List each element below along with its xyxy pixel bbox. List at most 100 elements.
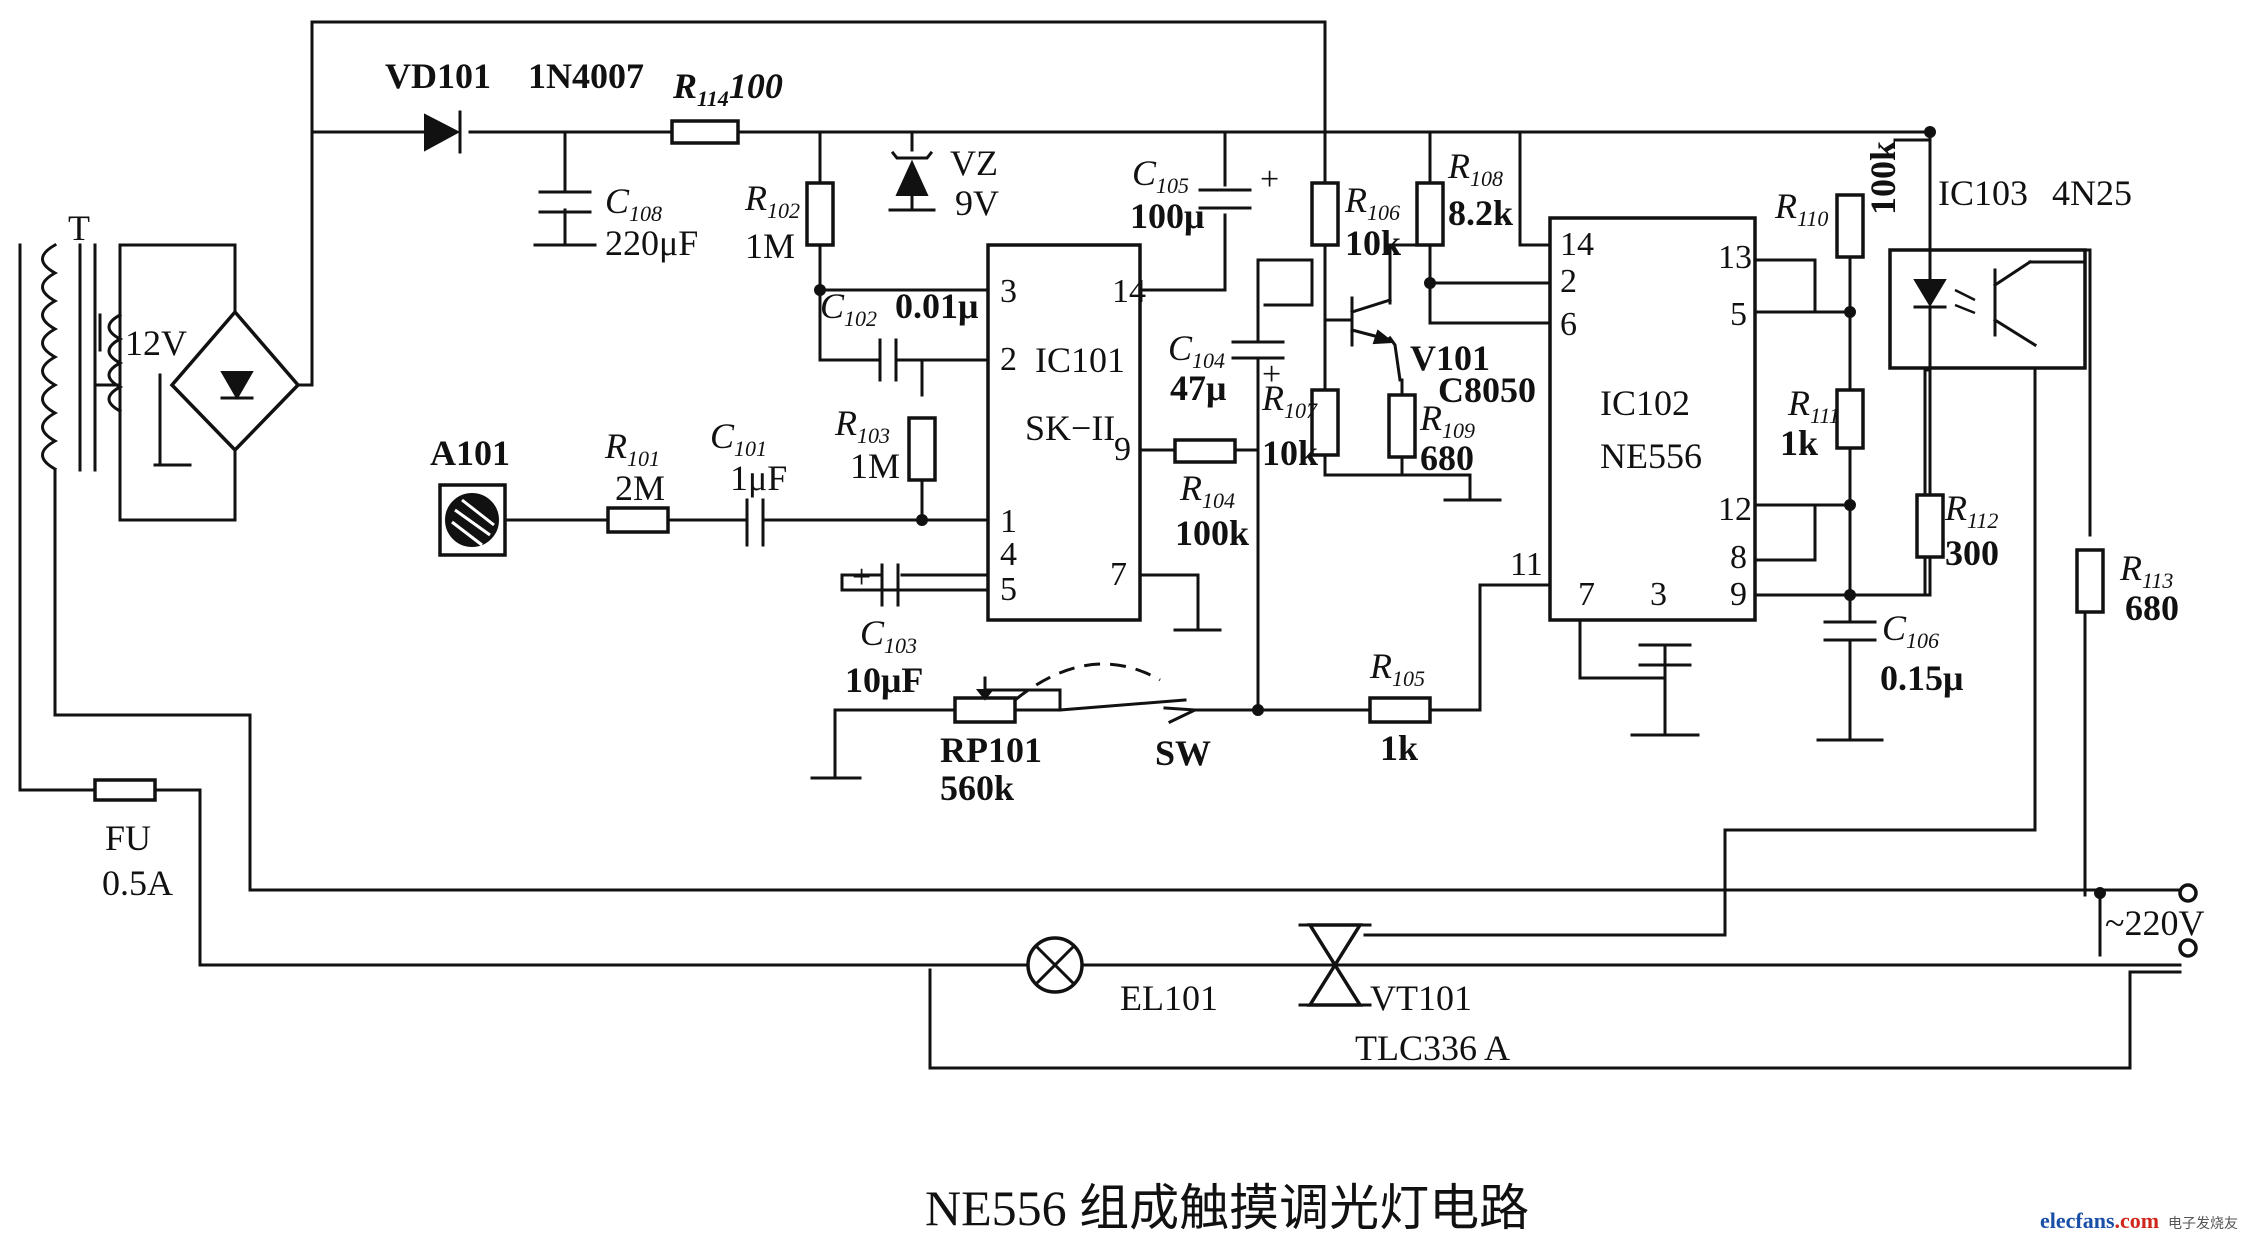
svg-text:R108: R108 [1447,146,1503,191]
svg-text:VZ: VZ [950,143,998,183]
svg-text:5: 5 [1730,296,1747,333]
svg-text:100k: 100k [1863,141,1903,215]
svg-text:RP101: RP101 [940,730,1042,770]
c102-capacitor: C102 0.01μ [820,286,978,382]
svg-text:C103: C103 [860,613,917,658]
svg-text:4N25: 4N25 [2052,173,2132,213]
svg-text:2: 2 [1560,263,1577,300]
svg-text:C105: C105 [1132,153,1189,198]
svg-text:1M: 1M [850,446,900,486]
svg-text:VD101: VD101 [385,56,491,96]
svg-text:R107: R107 [1261,378,1318,423]
svg-text:R102: R102 [744,178,800,223]
svg-text:FU: FU [105,818,151,858]
r105-resistor: R105 1k [1368,646,1432,768]
svg-text:R114100: R114100 [672,66,783,111]
transformer: T 12V [41,208,187,472]
c105-capacitor: + C105 100μ [1130,153,1279,236]
ic102-control-capacitor [1630,643,1700,737]
figure-caption: NE556 组成触摸调光灯电路 [925,1180,1529,1236]
svg-text:14: 14 [1112,273,1146,310]
svg-text:4: 4 [1000,536,1017,573]
svg-text:V101: V101 [1410,338,1490,378]
svg-text:+: + [852,559,871,596]
r110-resistor: R110 100k [1774,141,1903,259]
svg-text:R101: R101 [604,426,660,471]
svg-text:R111: R111 [1787,383,1840,428]
svg-text:7: 7 [1110,556,1127,593]
svg-text:1N4007: 1N4007 [528,56,644,96]
svg-text:1k: 1k [1780,423,1818,463]
svg-text:IC101: IC101 [1035,340,1125,380]
svg-text:C108: C108 [605,181,662,226]
svg-text:0.15μ: 0.15μ [1880,658,1963,698]
svg-text:8: 8 [1730,539,1747,576]
svg-text:6: 6 [1560,306,1577,343]
junctions [814,126,1936,716]
svg-text:C101: C101 [710,416,767,461]
svg-text:12V: 12V [125,323,187,363]
svg-text:2M: 2M [615,468,665,508]
vz-zener: VZ 9V [888,143,999,223]
svg-text:A101: A101 [430,433,510,473]
svg-text:R109: R109 [1419,398,1475,443]
a101-touch-plate: A101 [430,433,510,557]
elecfans-watermark: elecfans.com 电子发烧友 [2040,1208,2238,1233]
svg-text:~220V: ~220V [2105,903,2204,943]
bridge-rectifier [169,309,301,453]
r106-resistor: R106 10k [1310,180,1401,263]
svg-text:560k: 560k [940,768,1014,808]
svg-text:9: 9 [1114,431,1131,468]
svg-text:10k: 10k [1345,223,1401,263]
r107-resistor: R107 10k [1261,378,1340,473]
svg-text:13: 13 [1718,239,1752,276]
svg-text:SW: SW [1155,733,1211,773]
svg-text:47μ: 47μ [1170,368,1226,408]
svg-text:R110: R110 [1774,186,1828,231]
svg-text:9: 9 [1730,576,1747,613]
r109-resistor: R109 680 [1387,393,1475,478]
svg-text:220μF: 220μF [605,223,698,263]
svg-text:3: 3 [1000,273,1017,310]
vd101-diode: VD101 1N4007 [385,56,644,154]
svg-text:1k: 1k [1380,728,1418,768]
svg-text:elecfans.com: elecfans.com [2040,1208,2159,1233]
svg-text:1μF: 1μF [730,458,787,498]
c104-capacitor: + C104 47μ [1168,328,1285,408]
supply-terminals: ~220V [2094,883,2204,958]
svg-text:R113: R113 [2119,548,2173,593]
sw-switch: SW [1014,662,1211,773]
svg-text:TLC336 A: TLC336 A [1355,1028,1510,1068]
svg-text:11: 11 [1510,546,1543,583]
svg-text:12: 12 [1718,491,1752,528]
svg-text:R104: R104 [1179,468,1235,513]
r101-resistor: R101 2M [604,426,670,534]
svg-text:EL101: EL101 [1120,978,1218,1018]
svg-text:C104: C104 [1168,328,1225,373]
svg-text:R103: R103 [834,403,890,448]
svg-text:14: 14 [1560,226,1594,263]
vt101-triac: VT101 TLC336 A [1298,923,1510,1068]
r114-resistor: R114100 [670,66,783,145]
rp101-potentiometer: RP101 560k [810,676,1042,808]
svg-text:SK−II: SK−II [1025,408,1115,448]
svg-text:1: 1 [1000,503,1017,540]
wires [18,20,2182,1070]
svg-text:NE556: NE556 [1600,436,1702,476]
svg-text:2: 2 [1000,341,1017,378]
r102-resistor: R102 1M [744,178,835,266]
svg-text:C106: C106 [1882,608,1939,653]
svg-text:T: T [68,208,90,248]
r108-resistor: R108 8.2k [1415,146,1513,247]
svg-text:0.5A: 0.5A [102,863,173,903]
r113-resistor: R113 680 [2075,548,2179,628]
svg-text:3: 3 [1650,576,1667,613]
ic101: 3 14 2 IC101 SK−II 9 1 4 5 7 [986,243,1146,622]
svg-text:680: 680 [2125,588,2179,628]
ic102: 14 2 6 13 5 IC102 NE556 12 8 9 11 7 3 [1510,216,1757,622]
svg-text:VT101: VT101 [1370,978,1472,1018]
svg-text:8.2k: 8.2k [1448,193,1513,233]
svg-text:9V: 9V [955,183,999,223]
svg-text:300: 300 [1945,533,1999,573]
